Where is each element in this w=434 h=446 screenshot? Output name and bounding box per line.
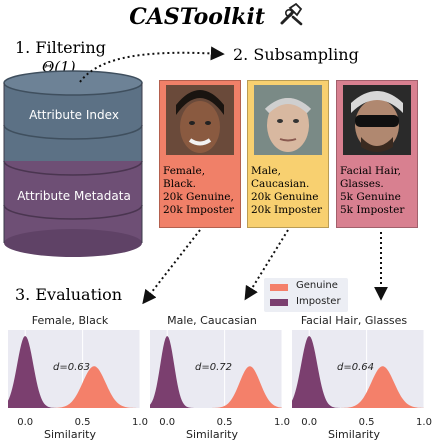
x-tick-label: 0.5 [75, 417, 91, 428]
dprime-annotation: d=0.63 [53, 362, 90, 373]
dprime-annotation: d=0.72 [195, 362, 232, 373]
subset-card-female-black: Female, Black. 20k Genuine, 20k Imposter [159, 80, 241, 228]
toolkit-title: CASToolkit [0, 2, 434, 32]
x-axis-label: Similarity [328, 428, 380, 441]
imposter-distribution [292, 336, 424, 408]
genuine-distribution [150, 366, 282, 408]
genuine-legend-label: Genuine [296, 280, 338, 291]
database-cylinder [3, 70, 143, 257]
attribute-index-label: Attribute Index [29, 108, 119, 122]
x-tick-label: 0.0 [301, 417, 317, 428]
arrow-subset1-to-eval [142, 229, 201, 305]
wrench-hammer-icon [279, 2, 305, 32]
plot-title-female-black: Female, Black [31, 314, 109, 327]
x-tick-label: 1.0 [274, 417, 290, 428]
imposter-distribution [8, 336, 140, 408]
subset-description: Male, Caucasian. 20k Genuine 20k Imposte… [251, 165, 323, 216]
step-evaluation-label: 3. Evaluation [15, 285, 123, 304]
subset-description: Facial Hair, Glasses. 5k Genuine 5k Impo… [340, 165, 405, 216]
x-tick-label: 0.0 [159, 417, 175, 428]
arrow-subset2-to-eval [244, 229, 289, 301]
genuine-distribution [292, 366, 424, 408]
face-photo [343, 85, 411, 155]
plot-title-male-caucasian: Male, Caucasian [167, 314, 257, 327]
imposter-legend-label: Imposter [296, 296, 341, 307]
x-axis-label: Similarity [44, 428, 96, 441]
title-text: CASToolkit [129, 4, 266, 30]
x-tick-label: 0.5 [359, 417, 375, 428]
attribute-metadata-label: Attribute Metadata [17, 189, 131, 203]
subset-card-male-caucasian: Male, Caucasian. 20k Genuine 20k Imposte… [247, 80, 329, 228]
plot-title-facial-hair-glasses: Facial Hair, Glasses [300, 314, 408, 327]
x-tick-label: 0.5 [217, 417, 233, 428]
chart-legend: Genuine Imposter [264, 278, 348, 312]
genuine-swatch [270, 284, 288, 291]
x-tick-label: 1.0 [416, 417, 432, 428]
dprime-annotation: d=0.64 [337, 362, 374, 373]
imposter-distribution [150, 336, 282, 408]
x-axis-label: Similarity [186, 428, 238, 441]
genuine-distribution [8, 366, 140, 408]
face-photo [254, 85, 322, 155]
subset-card-facial-hair-glasses: Facial Hair, Glasses. 5k Genuine 5k Impo… [336, 80, 418, 228]
imposter-swatch [270, 299, 288, 306]
x-tick-label: 0.0 [17, 417, 33, 428]
face-photo [166, 85, 234, 155]
step-filtering-label: 1. Filtering [15, 38, 106, 57]
step-subsampling-label: 2. Subsampling [233, 45, 359, 64]
x-tick-label: 1.0 [132, 417, 148, 428]
arrow-filter-to-subsample [79, 46, 225, 83]
subset-description: Female, Black. 20k Genuine, 20k Imposter [163, 165, 235, 216]
